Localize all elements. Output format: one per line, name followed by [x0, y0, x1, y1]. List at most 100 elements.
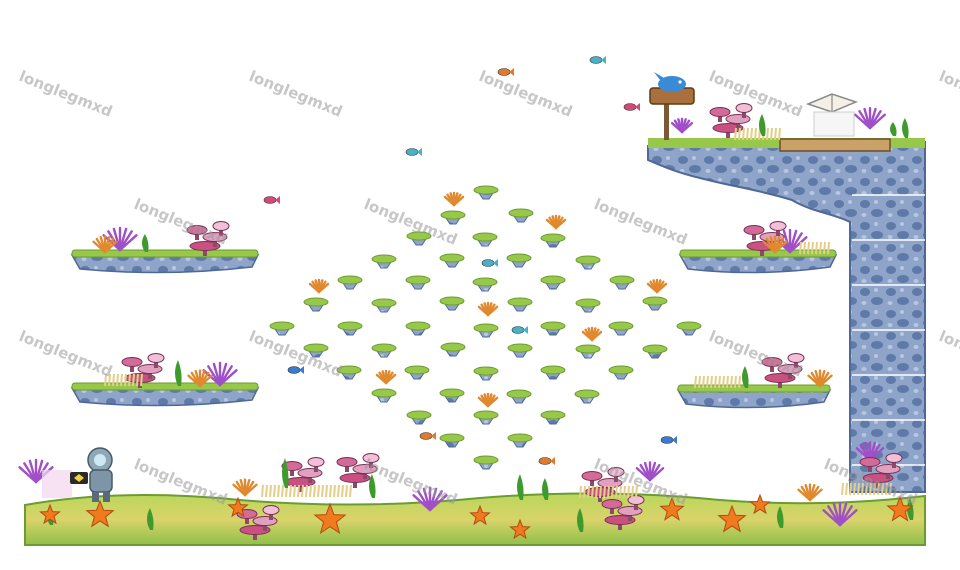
starfish [313, 502, 347, 535]
watermark-text: longlegmxd [17, 327, 116, 381]
floating-islet-platform[interactable] [440, 210, 466, 225]
fish [538, 457, 555, 465]
sea-grass-tuft [799, 241, 830, 255]
fish [263, 196, 280, 204]
floating-islet-platform[interactable] [439, 296, 465, 311]
floating-islet-platform[interactable] [439, 388, 465, 403]
floating-islet-platform[interactable] [540, 365, 566, 380]
floating-islet-platform[interactable] [575, 298, 601, 313]
dolphin-signpost[interactable] [649, 72, 695, 140]
floating-islet-platform[interactable] [608, 365, 634, 380]
starfish [659, 496, 685, 521]
floating-islet-platform[interactable] [574, 389, 600, 404]
floating-islet-platform[interactable] [404, 365, 430, 380]
watermark-text: longlegmxd [17, 67, 116, 121]
floating-islet-platform[interactable] [269, 321, 295, 336]
kelp-plant [517, 474, 524, 500]
floating-islet-platform[interactable] [506, 253, 532, 268]
coral-plant [670, 117, 694, 134]
floating-islet-platform[interactable] [642, 296, 668, 311]
fish [287, 366, 304, 374]
cliff-ladder[interactable] [852, 194, 925, 466]
floating-platform[interactable] [70, 382, 260, 407]
floating-islet-platform[interactable] [676, 321, 702, 336]
coral-plant [635, 461, 665, 482]
floating-islet-platform[interactable] [371, 388, 397, 403]
starfish [39, 503, 61, 525]
fish [419, 432, 436, 440]
floating-islet-platform[interactable] [439, 253, 465, 268]
floating-islet-platform[interactable] [609, 275, 635, 290]
floating-islet-platform[interactable] [575, 255, 601, 270]
mushroom-coral-cluster [336, 453, 380, 488]
starfish [717, 504, 747, 533]
coral-plant [477, 301, 499, 317]
floating-islet-platform[interactable] [303, 297, 329, 312]
kelp-plant [577, 508, 584, 532]
floating-islet-platform[interactable] [336, 365, 362, 380]
watermark-text: longlegmxd [247, 67, 346, 121]
floating-islet-platform[interactable] [472, 277, 498, 292]
sea-grass-tuft [579, 485, 638, 499]
right-cliff [647, 138, 926, 493]
floating-islet-platform[interactable] [337, 321, 363, 336]
sea-grass-tuft [841, 482, 892, 496]
floating-islet-platform[interactable] [540, 233, 566, 248]
floating-islet-platform[interactable] [472, 232, 498, 247]
coral-plant [412, 486, 448, 512]
floating-islet-platform[interactable] [642, 344, 668, 359]
floating-islet-platform[interactable] [508, 208, 534, 223]
mushroom-coral-cluster [709, 103, 753, 138]
fish [660, 436, 677, 444]
floating-islet-platform[interactable] [406, 231, 432, 246]
mushroom-coral-cluster [859, 453, 903, 488]
floating-islet-platform[interactable] [337, 275, 363, 290]
watermark-text: longlegmxd [937, 327, 960, 381]
sea-grass-tuft [694, 375, 741, 389]
coral-plant [581, 326, 603, 342]
mushroom-coral-cluster [186, 221, 230, 256]
diver-robot-npc[interactable] [42, 447, 113, 502]
floating-platform[interactable] [70, 249, 260, 274]
floating-islet-platform[interactable] [303, 343, 329, 358]
starfish [886, 495, 914, 522]
floating-islet-platform[interactable] [473, 366, 499, 381]
floating-islet-platform[interactable] [575, 344, 601, 359]
open-book[interactable] [805, 93, 859, 137]
floating-islet-platform[interactable] [371, 298, 397, 313]
floating-islet-platform[interactable] [406, 410, 432, 425]
coral-plant [232, 478, 258, 497]
coral-plant [477, 392, 499, 408]
floating-islet-platform[interactable] [507, 433, 533, 448]
floating-islet-platform[interactable] [439, 433, 465, 448]
floating-islet-platform[interactable] [473, 185, 499, 200]
floating-islet-platform[interactable] [507, 343, 533, 358]
floating-islet-platform[interactable] [540, 410, 566, 425]
watermark-text: longlegmxd [592, 195, 691, 249]
coral-plant [375, 369, 397, 385]
kelp-plant [907, 498, 914, 520]
kelp-plant [282, 458, 289, 488]
floating-islet-platform[interactable] [608, 321, 634, 336]
coral-plant [762, 235, 788, 254]
floating-islet-platform[interactable] [506, 389, 532, 404]
floating-islet-platform[interactable] [440, 342, 466, 357]
floating-platform[interactable] [676, 384, 832, 409]
floating-islet-platform[interactable] [371, 254, 397, 269]
watermark-text: longlegmxd [937, 67, 960, 121]
kelp-plant [742, 366, 749, 388]
floating-islet-platform[interactable] [507, 297, 533, 312]
kelp-plant [147, 508, 154, 530]
floating-islet-platform[interactable] [371, 343, 397, 358]
floating-islet-platform[interactable] [473, 323, 499, 338]
sea-grass-tuft [261, 484, 352, 498]
floating-islet-platform[interactable] [473, 455, 499, 470]
floating-islet-platform[interactable] [540, 275, 566, 290]
starfish [469, 504, 491, 526]
floating-islet-platform[interactable] [405, 321, 431, 336]
floating-islet-platform[interactable] [405, 275, 431, 290]
floating-islet-platform[interactable] [473, 410, 499, 425]
floating-islet-platform[interactable] [540, 321, 566, 336]
coral-plant [92, 235, 118, 254]
mushroom-coral-cluster [761, 353, 805, 388]
